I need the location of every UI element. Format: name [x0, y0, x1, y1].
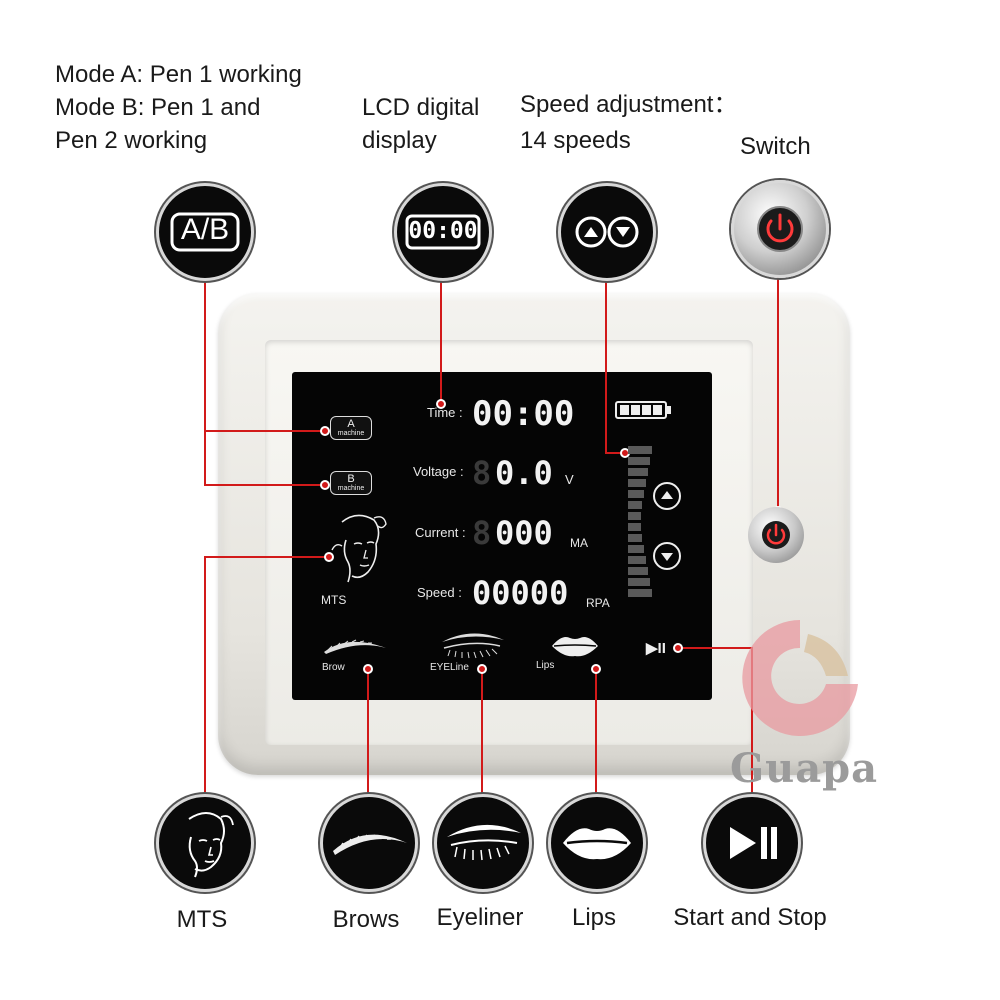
- speed-down-button[interactable]: [651, 540, 683, 572]
- current-unit: MA: [570, 536, 588, 550]
- caption-mode-b-line1: Mode B: Pen 1 and: [55, 94, 261, 121]
- current-value: 000: [495, 514, 553, 552]
- caption-speed-line1: Speed adjustment：: [520, 91, 738, 118]
- voltage-dim-digit: 8: [472, 454, 492, 492]
- speed-level-bars: [624, 446, 654, 598]
- current-dim-digit: 8: [472, 514, 492, 552]
- time-value: 00:00: [472, 394, 575, 434]
- dot-lcd: [436, 399, 446, 409]
- caption-speed-line2: 14 speeds: [520, 127, 631, 154]
- connector-lips: [595, 668, 597, 796]
- speed-label: Speed :: [417, 585, 462, 600]
- connector-eyeline: [481, 668, 483, 796]
- connector-ab-vertical: [204, 270, 206, 485]
- speed-arrows-icon: [558, 183, 656, 281]
- caption-lcd-line1: LCD digital: [362, 94, 480, 121]
- mode-b-button[interactable]: B machine: [330, 471, 372, 495]
- connector-mode-b: [204, 484, 324, 486]
- mts-circle-icon: [156, 794, 254, 892]
- voltage-unit: V: [565, 472, 574, 487]
- power-switch-icon: [731, 180, 829, 278]
- mode-b-letter: B: [347, 473, 355, 485]
- dot-start-stop: [673, 643, 683, 653]
- connector-start-stop-horizontal: [678, 647, 753, 649]
- connector-mode-a: [204, 430, 324, 432]
- mode-a-letter: A: [347, 418, 355, 430]
- brow-button[interactable]: [318, 632, 392, 662]
- lcd-display-icon-text: 00:00: [408, 218, 478, 244]
- device-power-button[interactable]: [748, 507, 804, 563]
- battery-icon: [615, 400, 671, 420]
- connector-brow: [367, 668, 369, 796]
- play-pause-button[interactable]: ▶II: [646, 640, 666, 657]
- lips-label: Lips: [536, 660, 555, 671]
- caption-mode-a: Mode A: Pen 1 working: [55, 61, 302, 88]
- mts-face-icon[interactable]: [322, 510, 392, 590]
- brows-circle-icon: [320, 794, 418, 892]
- start-stop-circle-icon: [703, 794, 801, 892]
- brand-watermark-text: Guapa: [730, 745, 879, 792]
- brow-label: Brow: [322, 662, 345, 673]
- ab-mode-icon-text: A/B: [180, 213, 230, 246]
- lips-button[interactable]: [550, 632, 600, 660]
- label-start-stop: Start and Stop: [673, 904, 827, 931]
- voltage-label: Voltage :: [413, 464, 464, 479]
- label-eyeliner: Eyeliner: [436, 904, 524, 931]
- lcd-display-icon: 00:00: [394, 183, 492, 281]
- connector-mts-horizontal: [204, 556, 328, 558]
- eyeliner-circle-icon: [434, 794, 532, 892]
- eyeline-label: EYELine: [430, 662, 469, 673]
- dot-mode-a: [320, 426, 330, 436]
- caption-mode-b-line2: Pen 2 working: [55, 127, 208, 154]
- connector-speed-vertical: [605, 268, 607, 454]
- dot-lips: [591, 664, 601, 674]
- brand-logo: [730, 612, 870, 742]
- speed-unit: RPA: [586, 596, 610, 610]
- connector-speed-horizontal: [605, 452, 625, 454]
- connector-start-stop-vertical: [751, 647, 753, 796]
- label-brows: Brows: [332, 906, 400, 933]
- dot-mts: [324, 552, 334, 562]
- dot-mode-b: [320, 480, 330, 490]
- speed-value: 00000: [472, 574, 569, 612]
- mode-b-sub: machine: [337, 485, 365, 492]
- label-lips: Lips: [571, 904, 617, 931]
- eyeline-button[interactable]: [436, 628, 510, 662]
- ab-mode-icon: A/B: [156, 183, 254, 281]
- label-mts: MTS: [176, 906, 228, 933]
- current-label: Current :: [415, 525, 466, 540]
- lips-circle-icon: [548, 794, 646, 892]
- connector-mts-vertical: [204, 556, 206, 796]
- caption-lcd-line2: display: [362, 127, 437, 154]
- connector-lcd: [440, 265, 442, 405]
- dot-brow: [363, 664, 373, 674]
- mode-a-button[interactable]: A machine: [330, 416, 372, 440]
- speed-up-button[interactable]: [651, 480, 683, 512]
- time-label: Time :: [427, 405, 463, 420]
- voltage-value: 0.0: [495, 454, 553, 492]
- caption-switch: Switch: [740, 133, 811, 160]
- mode-a-sub: machine: [337, 430, 365, 437]
- connector-switch: [777, 268, 779, 510]
- mts-label: MTS: [321, 593, 347, 607]
- dot-eyeline: [477, 664, 487, 674]
